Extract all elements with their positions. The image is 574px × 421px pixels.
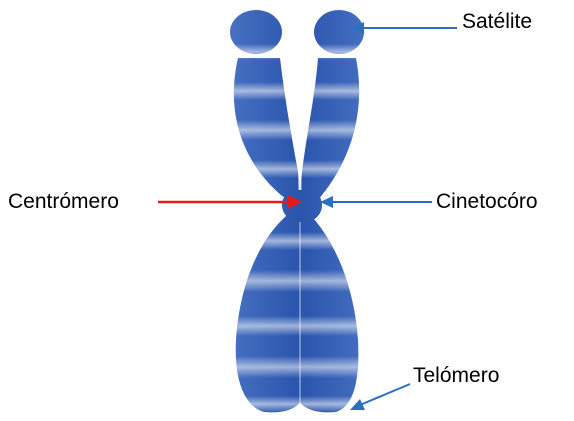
label-satelite: Satélite (462, 10, 532, 34)
arrow-telomero (350, 384, 410, 410)
arrow-satelite (352, 22, 457, 34)
label-telomero: Telómero (413, 364, 499, 388)
label-centromero: Centrómero (8, 190, 119, 214)
arrow-cinetocoro (320, 196, 432, 208)
arrow-centromero (158, 195, 302, 209)
label-cinetocoro: Cinetocóro (436, 190, 538, 214)
chromatid-gap-upper (298, 60, 300, 190)
